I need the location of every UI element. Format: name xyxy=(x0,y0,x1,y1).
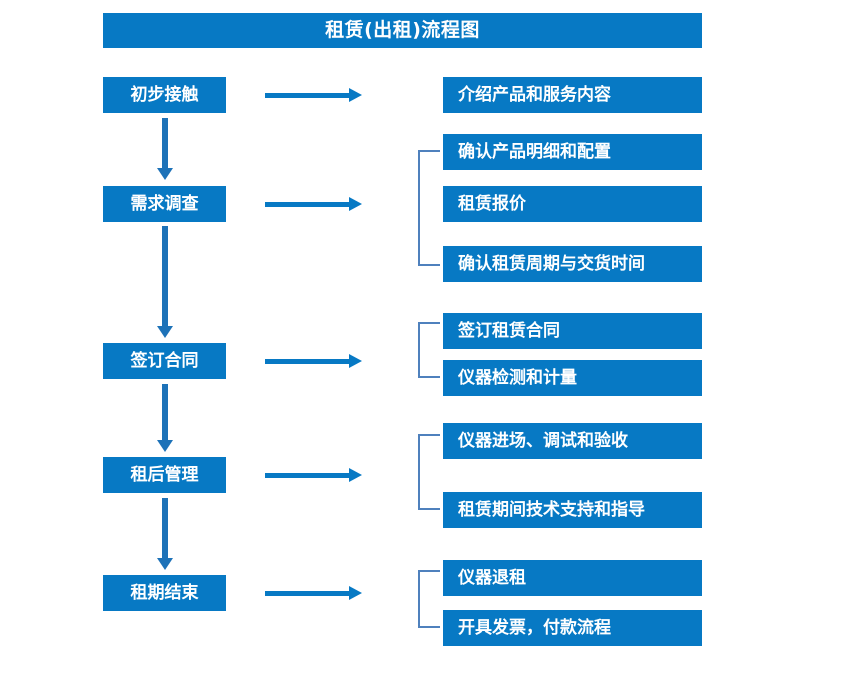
detail-label: 确认产品明细和配置 xyxy=(458,141,611,162)
arrow-shaft xyxy=(265,473,350,478)
bracket-connector-group5 xyxy=(418,570,440,628)
detail-label: 租赁报价 xyxy=(458,193,526,214)
down-arrow-icon-3 xyxy=(157,384,173,452)
arrow-shaft xyxy=(162,226,168,326)
arrow-head xyxy=(349,88,362,102)
detail-label: 仪器检测和计量 xyxy=(458,367,577,388)
down-arrow-icon-4 xyxy=(157,498,173,570)
arrow-shaft xyxy=(265,591,350,596)
right-arrow-icon-2 xyxy=(265,197,362,211)
arrow-shaft xyxy=(162,118,168,168)
bracket-connector-group2 xyxy=(418,150,440,266)
right-arrow-icon-5 xyxy=(265,586,362,600)
detail-box-introduce-products[interactable]: 介绍产品和服务内容 xyxy=(443,77,702,113)
detail-label: 仪器进场、调试和验收 xyxy=(458,430,628,451)
bracket-connector-group3 xyxy=(418,322,440,378)
detail-label: 开具发票，付款流程 xyxy=(458,617,611,638)
arrow-head xyxy=(349,197,362,211)
arrow-shaft xyxy=(162,384,168,440)
stage-label: 初步接触 xyxy=(130,84,199,105)
right-arrow-icon-1 xyxy=(265,88,362,102)
arrow-head xyxy=(349,468,362,482)
right-arrow-icon-3 xyxy=(265,354,362,368)
arrow-head xyxy=(349,586,362,600)
chart-title-bar: 租赁(出租)流程图 xyxy=(103,13,702,48)
bracket-connector-group4 xyxy=(418,434,440,510)
detail-box-rental-quote[interactable]: 租赁报价 xyxy=(443,186,702,222)
arrow-shaft xyxy=(265,93,350,98)
down-arrow-icon-1 xyxy=(157,118,173,180)
stage-box-rental-end[interactable]: 租期结束 xyxy=(103,575,226,611)
stage-label: 租期结束 xyxy=(130,582,199,603)
stage-box-sign-contract[interactable]: 签订合同 xyxy=(103,343,226,379)
detail-box-sign-rental-contract[interactable]: 签订租赁合同 xyxy=(443,313,702,349)
stage-box-post-rental-management[interactable]: 租后管理 xyxy=(103,457,226,493)
stage-label: 需求调查 xyxy=(130,193,199,214)
down-arrow-icon-2 xyxy=(157,226,173,338)
detail-box-instrument-inspection[interactable]: 仪器检测和计量 xyxy=(443,360,702,396)
right-arrow-icon-4 xyxy=(265,468,362,482)
detail-label: 签订租赁合同 xyxy=(458,320,560,341)
detail-box-confirm-product-spec[interactable]: 确认产品明细和配置 xyxy=(443,134,702,170)
detail-box-invoice-payment[interactable]: 开具发票，付款流程 xyxy=(443,610,702,646)
arrow-head xyxy=(157,440,173,452)
arrow-head xyxy=(157,326,173,338)
arrow-head xyxy=(157,558,173,570)
arrow-shaft xyxy=(162,498,168,558)
detail-label: 介绍产品和服务内容 xyxy=(458,84,611,105)
detail-box-technical-support[interactable]: 租赁期间技术支持和指导 xyxy=(443,492,702,528)
stage-box-initial-contact[interactable]: 初步接触 xyxy=(103,77,226,113)
chart-title: 租赁(出租)流程图 xyxy=(325,19,480,41)
detail-label: 确认租赁周期与交货时间 xyxy=(458,253,645,274)
detail-box-confirm-rental-period[interactable]: 确认租赁周期与交货时间 xyxy=(443,246,702,282)
stage-label: 租后管理 xyxy=(130,464,199,485)
arrow-head xyxy=(157,168,173,180)
detail-box-instrument-delivery[interactable]: 仪器进场、调试和验收 xyxy=(443,423,702,459)
stage-label: 签订合同 xyxy=(130,350,199,371)
detail-label: 仪器退租 xyxy=(458,567,526,588)
detail-label: 租赁期间技术支持和指导 xyxy=(458,499,645,520)
arrow-head xyxy=(349,354,362,368)
detail-box-instrument-return[interactable]: 仪器退租 xyxy=(443,560,702,596)
arrow-shaft xyxy=(265,202,350,207)
arrow-shaft xyxy=(265,359,350,364)
stage-box-requirement-survey[interactable]: 需求调查 xyxy=(103,186,226,222)
